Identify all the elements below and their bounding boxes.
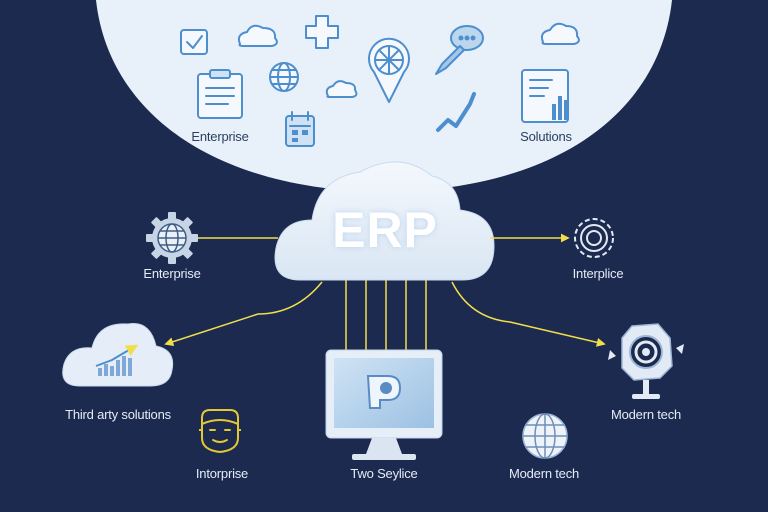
cloud-chart-icon — [62, 322, 174, 387]
clipboard-icon — [197, 69, 243, 119]
trend-line-icon — [436, 92, 476, 132]
label-top-right: Solutions — [520, 129, 572, 144]
connector-left-down — [164, 281, 323, 347]
calendar-icon — [285, 111, 315, 147]
pen-icon — [435, 45, 465, 75]
target-icon — [574, 218, 614, 258]
globe-icon — [269, 62, 299, 92]
plus-icon — [305, 15, 339, 49]
cloud-icon — [237, 24, 278, 47]
label-top-left: Enterprise — [191, 129, 249, 144]
gear-globe-icon — [146, 212, 198, 264]
label-globe: Modern tech — [508, 466, 580, 481]
cloud-icon — [540, 22, 580, 45]
cloud-icon — [325, 80, 358, 98]
label-cloud-chart: Third arty solutions — [65, 407, 171, 422]
label-robot: Modern tech — [610, 407, 682, 422]
checkbox-icon — [180, 29, 208, 55]
erp-cloud — [274, 161, 495, 281]
monitor-icon — [325, 349, 443, 460]
erp-title: ERP — [332, 202, 438, 258]
label-left-gear: Enterprise — [143, 266, 201, 281]
robot-arm-icon — [608, 323, 684, 399]
chat-bubble-icon — [450, 25, 484, 51]
connector-right-down — [451, 281, 606, 347]
top-dome — [96, 0, 672, 192]
face-icon — [199, 409, 241, 454]
bar-chart-document-icon — [521, 69, 569, 123]
globe-icon — [522, 413, 568, 459]
map-pin-icon — [368, 37, 410, 103]
label-face: Intorprise — [195, 466, 249, 481]
label-monitor: Two Seylice — [350, 466, 418, 481]
label-right-target: Interplice — [572, 266, 624, 281]
